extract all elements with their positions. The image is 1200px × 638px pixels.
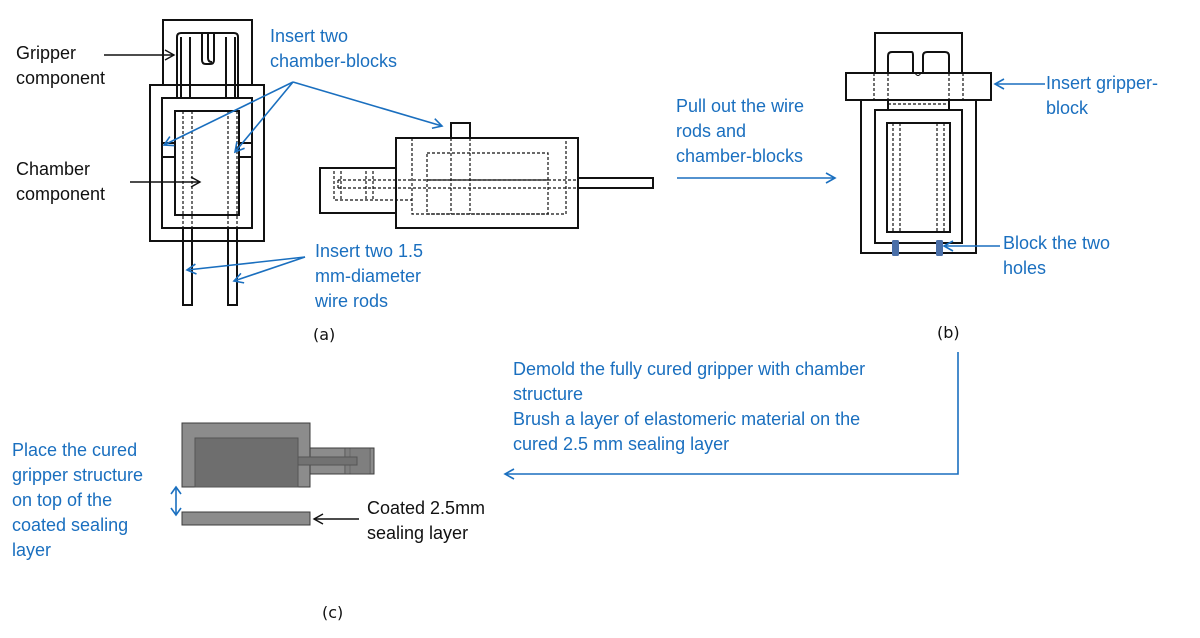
label-place-gripper: Place the cured gripper structure on top…: [12, 440, 144, 560]
label-insert-gripper-block: Insert gripper- block: [1046, 73, 1159, 118]
label-coated-sealing-layer: Coated 2.5mm sealing layer: [367, 498, 486, 543]
panel-a-front-view: [149, 19, 265, 306]
arrow-chamber-block-left: [162, 81, 294, 147]
label-block-holes: Block the two holes: [1003, 233, 1111, 278]
side-view-wire-rod: [578, 177, 654, 189]
mold-inner-box: [161, 97, 253, 229]
mold-outer-box: [149, 84, 265, 242]
arrow-wire-rod-right: [232, 256, 306, 284]
arrow-chamber-block-side: [292, 81, 444, 130]
hole-plug-left: [892, 240, 899, 256]
wire-rod-right: [227, 228, 238, 306]
label-gripper-component: Gripper component: [16, 43, 106, 88]
caption-b: (b): [937, 323, 960, 342]
arrow-chamber-block-right: [233, 81, 294, 154]
chamber-component: [174, 110, 240, 216]
label-insert-chamber-blocks: Insert two chamber-blocks: [270, 26, 398, 71]
wire-rod-left: [182, 228, 193, 306]
arrow-wire-rod-left: [185, 256, 306, 275]
sealing-layer: [181, 511, 311, 526]
gripper-finger-shape: [176, 32, 239, 98]
mold-inner-frame: [874, 109, 963, 244]
gripper-component-outline: [162, 19, 253, 85]
caption-c: (c): [322, 603, 344, 622]
panel-a-side-view: [319, 122, 654, 229]
panel-c-assembly: [181, 422, 375, 526]
chamber-b: [886, 122, 951, 233]
label-pull-out-rods: Pull out the wire rods and chamber-block…: [676, 96, 805, 166]
side-view-stub: [319, 167, 396, 214]
side-view-main-box: [395, 137, 579, 229]
hole-plug-right: [936, 240, 943, 256]
panel-b-front-view: [845, 32, 992, 256]
label-insert-wire-rods: Insert two 1.5 mm-diameter wire rods: [315, 241, 424, 311]
side-view-chamber-block-tab: [450, 122, 471, 138]
arrow-transition-b-to-c: [503, 352, 959, 480]
cured-gripper-rod-channel: [297, 456, 358, 466]
panel-a-arrows: [104, 49, 444, 284]
label-chamber-component: Chamber component: [16, 159, 106, 204]
cured-gripper-chamber: [194, 437, 299, 488]
mold-outer-frame: [860, 100, 977, 254]
panel-c-arrows: [170, 485, 359, 525]
chamber-block-left: [162, 142, 175, 158]
label-demold-and-brush: Demold the fully cured gripper with cham…: [513, 359, 866, 454]
caption-a: (a): [313, 325, 336, 344]
gripper-block: [845, 72, 992, 101]
